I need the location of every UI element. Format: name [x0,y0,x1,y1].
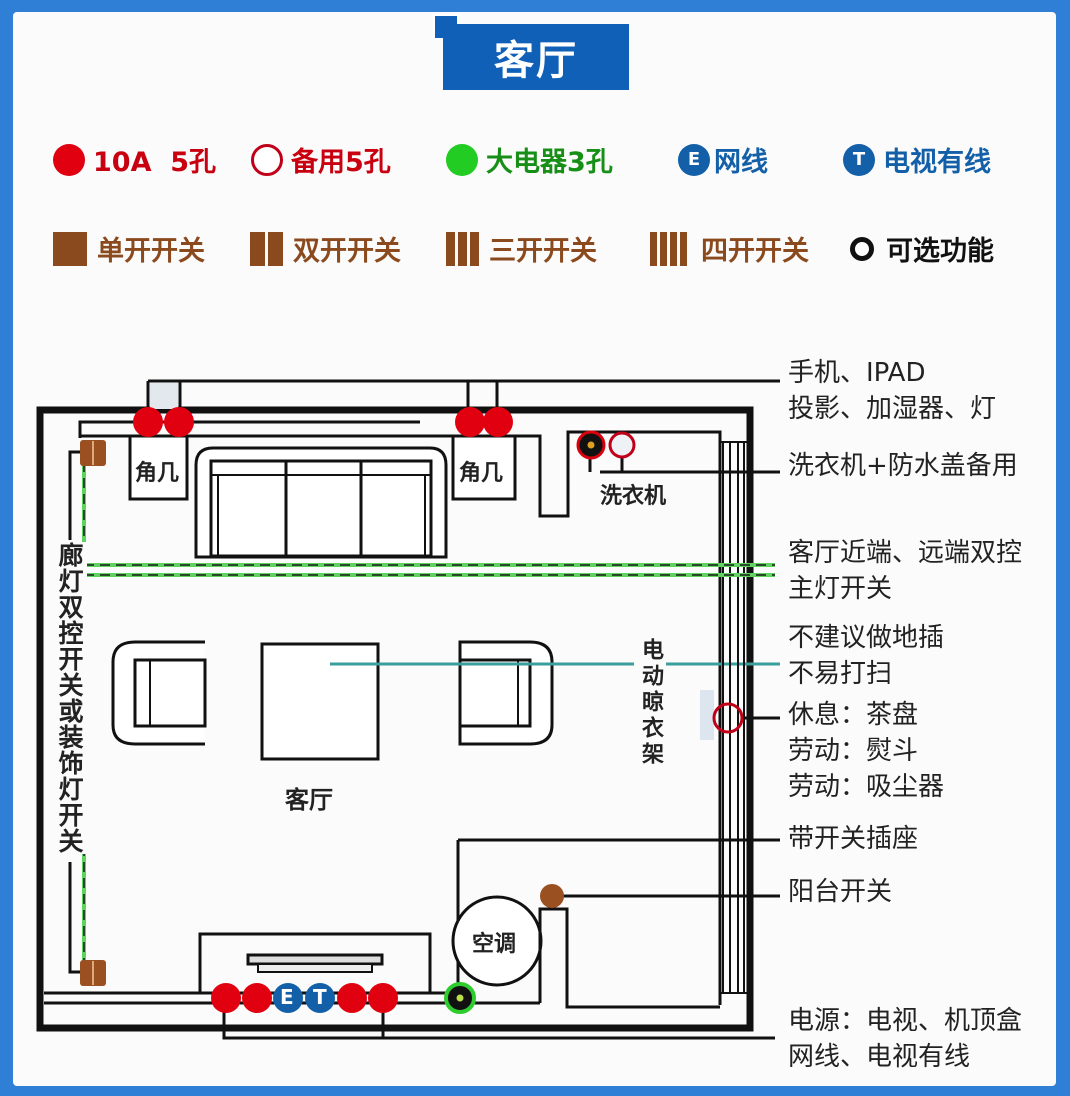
legend-optional: 可选功能 [850,229,994,268]
legend-label: 10A 5孔 [93,147,217,178]
filled-green-circle-icon [446,143,478,176]
outlet-10a-icon [455,407,485,437]
note-balcony-switch: 阳台开关 [788,874,892,910]
note-line: 网线、电视有线 [788,1042,971,1072]
single-switch-icon [53,231,87,266]
legend-label: 网线 [714,147,768,178]
double-switch-icon [250,231,283,266]
title-banner: 客厅 [443,24,629,90]
note-line: 主灯开关 [788,574,893,604]
legend-label: 双开开关 [293,236,401,267]
note-line: 客厅近端、远端双控 [788,538,1023,568]
note-dual-control: 客厅近端、远端双控 主灯开关 [788,535,1022,607]
note-line: 劳动：吸尘器 [788,772,945,802]
legend-switch-2: 双开开关 [250,229,401,268]
legend-outlet-10a: 10A 5孔 [53,140,216,179]
legend-label: 电视有线 [883,147,991,178]
legend-label: 备用5孔 [291,147,391,178]
legend-label: 大电器3孔 [486,147,613,178]
spare-outlet-icon [608,431,636,459]
outlet-10a-icon [133,407,163,437]
legend-tv-cable: T 电视有线 [843,140,991,179]
note-phone: 手机、IPAD 投影、加湿器、灯 [788,355,996,427]
legend-label: 可选功能 [886,236,994,267]
legend-switch-3: 三开开关 [446,229,597,268]
tv-cable-socket: T [313,985,327,1009]
legend-outlet-spare: 备用5孔 [251,140,391,179]
note-line: 不建议做地插 [788,623,945,653]
drying-rack-label: 电动晾衣架 [634,638,666,768]
note-washer: 洗衣机+防水盖备用 [788,448,1018,484]
legend-switch-1: 单开开关 [53,229,205,268]
legend-label: 三开开关 [489,236,597,267]
note-line: 投影、加湿器、灯 [788,394,997,424]
note-line: 洗衣机+防水盖备用 [788,451,1018,481]
note-line: 手机、IPAD [788,358,926,388]
corridor-switch-label: 廊灯双控开关或装饰灯开关 [51,542,87,854]
side-table-left-label: 角几 [135,461,180,486]
diagram-panel [13,12,1056,1086]
note-line: 带开关插座 [788,824,919,854]
note-line: 劳动：熨斗 [788,736,919,766]
balcony-spare-outlet-icon [712,702,744,734]
note-floor-socket: 不建议做地插 不易打扫 [788,620,944,692]
legend-outlet-appliance: 大电器3孔 [446,140,613,179]
note-line: 不易打扫 [788,659,893,689]
outlet-10a-icon [164,407,194,437]
black-ring-icon [850,236,874,261]
legend-switch-4: 四开开关 [650,229,809,268]
note-balcony-outlet: 休息：茶盘 劳动：熨斗 劳动：吸尘器 [788,697,944,805]
washer-label: 洗衣机 [600,484,667,509]
air-conditioner-label: 空调 [472,932,517,957]
hollow-red-circle-icon [251,143,283,176]
legend-network: E 网线 [678,140,768,179]
legend-label: 单开开关 [97,236,205,267]
note-tv-wall: 电源：电视、机顶盒 网线、电视有线 [788,1003,1022,1075]
note-line: 休息：茶盘 [788,700,919,730]
page-title: 客厅 [494,38,578,84]
outlet-10a-icon [483,407,513,437]
balcony-switch-icon [540,884,564,908]
triple-switch-icon [446,231,479,266]
note-line: 阳台开关 [788,877,893,907]
note-switch-outlet: 带开关插座 [788,821,918,857]
tv-network-socket: E [280,985,294,1009]
legend-label: 四开开关 [701,236,809,267]
tv-t-icon: T [843,143,875,176]
filled-red-circle-icon [53,143,85,176]
quad-switch-icon [650,231,687,266]
living-room-label: 客厅 [285,786,333,814]
network-e-icon: E [678,143,710,176]
note-line: 电源：电视、机顶盒 [788,1006,1023,1036]
side-table-right-label: 角几 [459,461,504,486]
